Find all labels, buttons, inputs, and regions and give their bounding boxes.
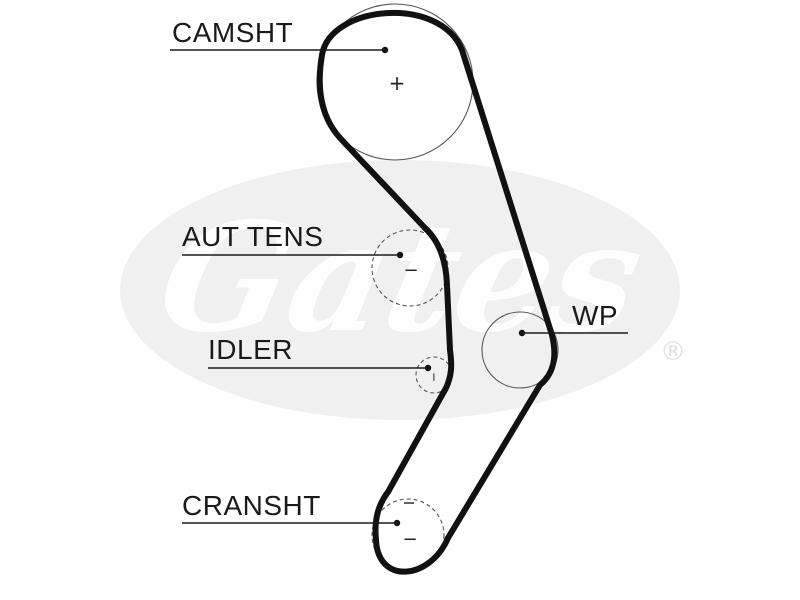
tensioner-label: AUT TENS <box>182 221 323 252</box>
component-labels: CAMSHT AUT TENS IDLER WP CRANSHT <box>172 17 618 521</box>
camshaft-mark: + <box>389 71 406 95</box>
tensioner-mark: − <box>403 260 418 281</box>
watermark-logo-text: Gates <box>145 190 657 366</box>
water-pump-label: WP <box>572 300 618 331</box>
water-pump-pulley <box>481 311 559 389</box>
rotation-marks: + − − − <box>389 71 441 550</box>
idler-label: IDLER <box>208 334 293 365</box>
leader-lines <box>170 49 628 524</box>
crankshaft-label: CRANSHT <box>182 490 321 521</box>
idler-mark: − <box>427 372 441 382</box>
watermark-registered-mark: ® <box>660 337 686 367</box>
brand-watermark: Gates ® <box>120 160 686 420</box>
camshaft-label: CAMSHT <box>172 17 293 48</box>
timing-belt <box>316 9 558 575</box>
crankshaft-mark: − <box>402 529 417 550</box>
watermark-ellipse <box>120 160 680 420</box>
